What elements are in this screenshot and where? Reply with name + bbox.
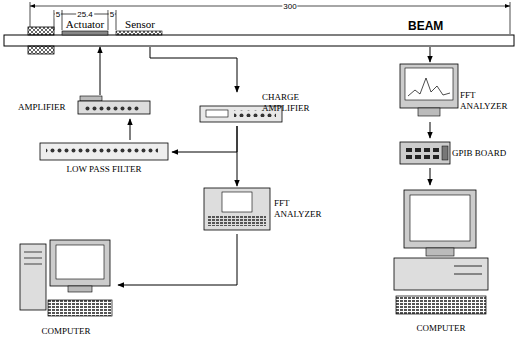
computer-tower	[20, 244, 46, 310]
device-label: LOW PASS FILTER	[38, 164, 170, 175]
amplifier: AMPLIFIER	[16, 95, 154, 119]
computer-screen	[56, 245, 104, 279]
filter-knobs	[46, 148, 158, 155]
fft-analyzer: FFT ANALYZER	[200, 186, 328, 234]
computer: COMPUTER	[16, 238, 118, 338]
beam-bar	[4, 35, 514, 46]
case-drives	[454, 266, 482, 274]
clamp	[28, 27, 54, 35]
computer-keyboard	[48, 300, 112, 316]
amplifier-body	[78, 101, 150, 114]
sensor-patch	[116, 31, 162, 35]
dimension-value: 25.4	[76, 10, 94, 19]
dimension-arrows	[30, 4, 510, 8]
sensor-patch: Sensor	[114, 18, 168, 47]
signal-connector	[430, 168, 431, 185]
computer-case	[394, 258, 488, 290]
analyzer-body	[204, 188, 270, 230]
gpib-connector	[442, 146, 448, 160]
signal-connector	[430, 122, 431, 138]
low-pass-filter: LOW PASS FILTER	[38, 140, 172, 178]
dimension-value: 5	[55, 10, 61, 19]
analyzer-screen	[222, 192, 252, 212]
signal-connector	[150, 47, 237, 92]
device-label: FFT ANALYZER	[460, 90, 512, 112]
part-label: Actuator	[60, 18, 110, 31]
analyzer-stand	[418, 108, 440, 116]
gpib-board: GPIB BOARD	[396, 138, 514, 168]
signal-connector	[118, 234, 237, 285]
monitor-base	[68, 286, 92, 292]
amplifier-unit	[80, 96, 102, 101]
computer-screen	[410, 195, 470, 241]
device-label: GPIB BOARD	[452, 148, 506, 159]
analyzer-monitor	[400, 64, 458, 108]
gpib-chips	[403, 145, 439, 159]
dimension-value: 5	[109, 10, 115, 19]
beam-label: BEAM	[408, 19, 443, 33]
computer-monitor	[404, 190, 476, 248]
gpib-board	[400, 142, 450, 164]
signal-connector	[130, 119, 131, 140]
signal-connector	[430, 47, 431, 62]
analyzer-screen	[405, 68, 453, 100]
amplifier-knobs	[84, 104, 140, 111]
computer-monitor	[50, 240, 110, 286]
tower-slots	[24, 252, 42, 264]
spectrum-trace	[408, 78, 450, 96]
computer-keyboard	[396, 296, 486, 314]
fft-analyzer: FFT ANALYZER	[396, 62, 514, 122]
filter-body	[40, 143, 168, 160]
device-label: AMPLIFIER	[18, 102, 66, 113]
signal-connector	[237, 126, 238, 186]
analyzer-keys	[208, 216, 266, 226]
charge-amp-display	[206, 110, 228, 117]
signal-connector	[100, 47, 101, 95]
computer: COMPUTER	[384, 185, 500, 335]
dimension-value: 300	[282, 2, 297, 11]
charge-amplifier: CHARGE AMPLIFIER	[196, 92, 336, 126]
device-label: CHARGE AMPLIFIER	[262, 92, 324, 114]
part-label: Sensor	[114, 18, 166, 31]
monitor-base	[426, 248, 454, 256]
clamp	[28, 46, 54, 54]
dimension-line	[30, 2, 510, 34]
device-label: FFT ANALYZER	[274, 198, 326, 220]
device-label: COMPUTER	[16, 326, 116, 337]
actuator-patch: Actuator	[60, 18, 112, 47]
actuator-patch	[62, 31, 108, 35]
signal-connector	[172, 126, 237, 152]
device-label: COMPUTER	[384, 323, 498, 334]
